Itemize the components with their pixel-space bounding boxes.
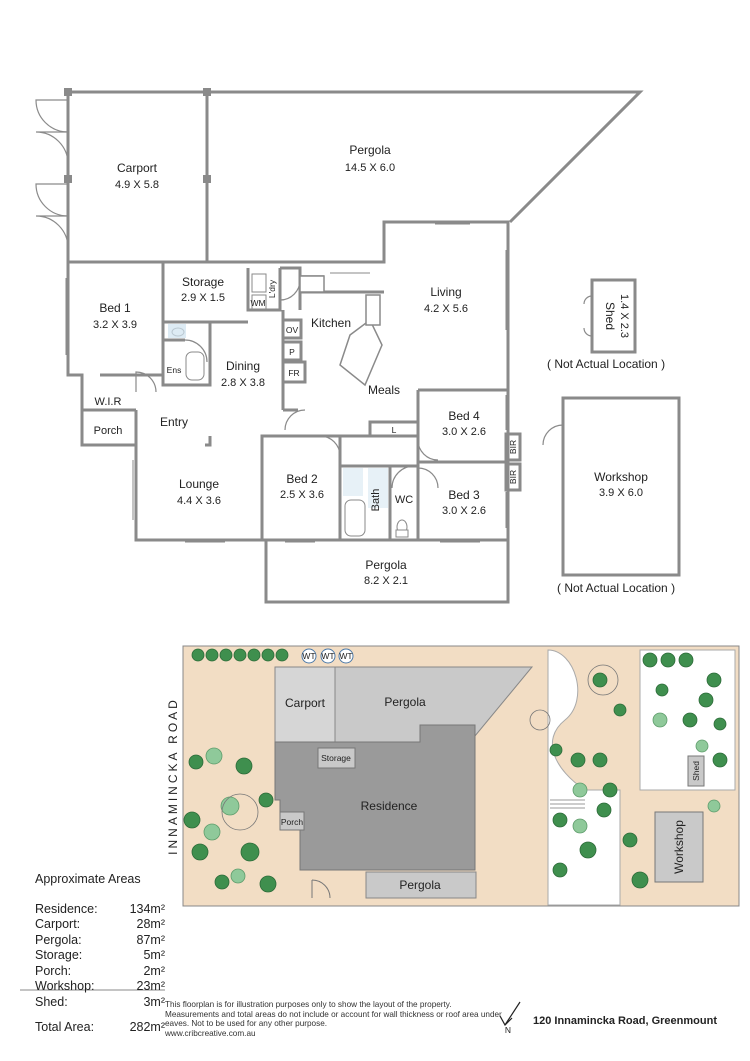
area-row-pergola: Pergola: 87m² bbox=[35, 933, 165, 949]
doors bbox=[35, 99, 593, 489]
total-value: 282m² bbox=[129, 1020, 165, 1034]
water-tank-label-2: WT bbox=[321, 651, 334, 661]
lounge-dim: 4.4 X 3.6 bbox=[177, 495, 221, 507]
area-value: 134m² bbox=[129, 901, 165, 916]
kitchen-island bbox=[299, 275, 383, 387]
bed2-dim: 2.5 X 3.6 bbox=[280, 489, 324, 501]
workshop-dim: 3.9 X 6.0 bbox=[599, 487, 643, 499]
area-label: Pergola: bbox=[35, 932, 82, 947]
workshop-label: Workshop bbox=[594, 470, 648, 484]
compass-label: N bbox=[505, 1025, 511, 1035]
living-label: Living bbox=[430, 285, 461, 299]
bed4-label: Bed 4 bbox=[448, 409, 480, 423]
lounge-label: Lounge bbox=[179, 477, 219, 491]
area-label: Porch: bbox=[35, 963, 72, 978]
bir-label-2: BIR bbox=[508, 470, 518, 484]
entry-label: Entry bbox=[160, 415, 188, 429]
water-tank-label-1: WT bbox=[302, 651, 315, 661]
carport-posts bbox=[64, 88, 211, 183]
website-text: www.cribcreative.com.au bbox=[165, 1028, 256, 1038]
pergola-main-label: Pergola bbox=[349, 143, 391, 157]
porch-label: Porch bbox=[94, 425, 123, 437]
bir-label-1: BIR bbox=[508, 440, 518, 454]
wir-label: W.I.R bbox=[95, 396, 122, 408]
area-row-workshop: Workshop: 23m² bbox=[35, 979, 165, 995]
site-workshop-label: Workshop bbox=[672, 820, 686, 874]
pergola-main-dim: 14.5 X 6.0 bbox=[345, 162, 395, 174]
compass-icon bbox=[499, 1001, 521, 1026]
areas-table: Approximate Areas Residence: 134m² Carpor… bbox=[35, 872, 165, 1036]
area-value: 5m² bbox=[143, 948, 165, 962]
tile-hatch bbox=[168, 324, 388, 508]
living-dim: 4.2 X 5.6 bbox=[424, 303, 468, 315]
site-carport-label: Carport bbox=[285, 696, 326, 710]
fr-label: FR bbox=[288, 368, 299, 378]
shed-label: Shed bbox=[603, 302, 617, 330]
bed1-dim: 3.2 X 3.9 bbox=[93, 319, 137, 331]
area-label: Storage: bbox=[35, 948, 83, 962]
area-label: Carport: bbox=[35, 917, 81, 931]
pergola-small-dim: 8.2 X 2.1 bbox=[364, 575, 408, 587]
disclaimer-text: This floorplan is for illustration purpo… bbox=[165, 1000, 502, 1029]
area-row-carport: Carport: 28m² bbox=[35, 917, 165, 933]
dining-dim: 2.8 X 3.8 bbox=[221, 377, 265, 389]
area-row-shed: Shed: 3m² bbox=[35, 995, 165, 1011]
outbuildings bbox=[561, 278, 681, 577]
disclaimer: This floorplan is for illustration purpo… bbox=[165, 1000, 505, 1038]
area-row-total: Total Area: 282m² bbox=[35, 1020, 165, 1036]
site-plan bbox=[182, 645, 740, 907]
l-label: L bbox=[392, 425, 397, 435]
ens-label: Ens bbox=[167, 365, 182, 375]
site-shed-label: Shed bbox=[691, 761, 701, 781]
site-road-label: INNAMINCKA ROAD bbox=[166, 697, 180, 855]
water-tank-label-3: WT bbox=[339, 651, 352, 661]
area-row-residence: Residence: 134m² bbox=[35, 902, 165, 918]
bed1-label: Bed 1 bbox=[99, 301, 131, 315]
fixtures bbox=[171, 273, 409, 538]
storage-dim: 2.9 X 1.5 bbox=[181, 292, 225, 304]
bed4-dim: 3.0 X 2.6 bbox=[442, 426, 486, 438]
site-pergola-label: Pergola bbox=[384, 695, 426, 709]
bed3-label: Bed 3 bbox=[448, 488, 480, 502]
area-label: Workshop: bbox=[35, 979, 95, 993]
dining-label: Dining bbox=[226, 359, 260, 373]
areas-title: Approximate Areas bbox=[35, 872, 141, 886]
ov-label: OV bbox=[286, 325, 299, 335]
windows bbox=[65, 220, 510, 543]
workshop-location-note: ( Not Actual Location ) bbox=[557, 581, 676, 595]
laundry-label: L'dry bbox=[267, 279, 277, 298]
bath-label: Bath bbox=[370, 489, 382, 512]
carport-dim: 4.9 X 5.8 bbox=[115, 179, 159, 191]
pergola-small-label: Pergola bbox=[365, 558, 407, 572]
wm-label: WM bbox=[250, 298, 265, 308]
property-address: 120 Innamincka Road, Greenmount bbox=[533, 1015, 717, 1027]
carport-label: Carport bbox=[117, 161, 158, 175]
floor-walls bbox=[66, 90, 644, 604]
area-value: 23m² bbox=[136, 979, 165, 993]
site-storage-label: Storage bbox=[321, 753, 351, 763]
area-label: Shed: bbox=[35, 994, 68, 1009]
area-value: 28m² bbox=[136, 917, 165, 931]
bed3-dim: 3.0 X 2.6 bbox=[442, 505, 486, 517]
storage-label: Storage bbox=[182, 275, 224, 289]
total-label: Total Area: bbox=[35, 1020, 95, 1034]
shed-dim: 1.4 X 2.3 bbox=[618, 294, 630, 338]
area-label: Residence: bbox=[35, 901, 98, 916]
site-porch-label: Porch bbox=[281, 817, 303, 827]
meals-label: Meals bbox=[368, 383, 400, 397]
site-residence-label: Residence bbox=[361, 799, 418, 813]
site-pergola-small-label: Pergola bbox=[399, 878, 441, 892]
shed-location-note: ( Not Actual Location ) bbox=[547, 357, 666, 371]
p-label: P bbox=[289, 347, 295, 357]
area-row-porch: Porch: 2m² bbox=[35, 964, 165, 980]
area-value: 87m² bbox=[136, 932, 165, 947]
wc-label: WC bbox=[395, 494, 413, 506]
area-value: 2m² bbox=[143, 963, 165, 978]
area-row-storage: Storage: 5m² bbox=[35, 948, 165, 964]
area-value: 3m² bbox=[143, 994, 165, 1009]
bed2-label: Bed 2 bbox=[286, 472, 318, 486]
kitchen-label: Kitchen bbox=[311, 316, 351, 330]
